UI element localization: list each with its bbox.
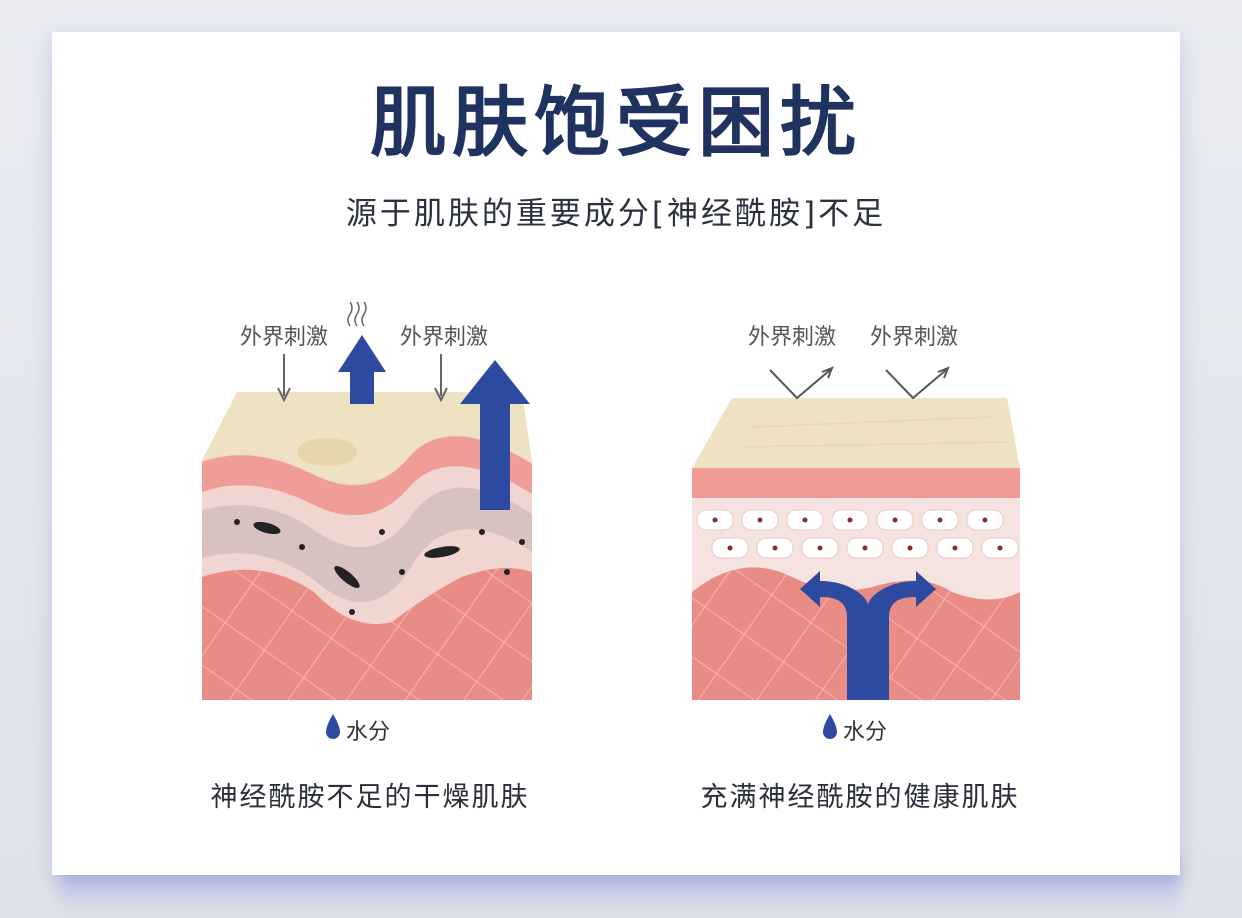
left-caption: 神经酰胺不足的干燥肌肤 — [210, 782, 530, 813]
left-skin-block — [202, 301, 532, 700]
page-title: 肌肤饱受困扰 — [370, 78, 862, 167]
skin-diagram: 外界刺激 外界刺激 水分 — [202, 301, 1020, 745]
right-caption: 充满神经酰胺的健康肌肤 — [700, 782, 1020, 813]
right-water-label: 水分 — [843, 720, 887, 745]
left-stimulus-label-1: 外界刺激 — [240, 325, 328, 350]
left-stimulus-label-2: 外界刺激 — [400, 325, 488, 350]
water-drop-icon — [823, 714, 837, 739]
page-subtitle: 源于肌肤的重要成分[神经酰胺]不足 — [345, 196, 887, 232]
info-card: 肌肤饱受困扰 源于肌肤的重要成分[神经酰胺]不足 — [52, 32, 1180, 875]
left-water-label: 水分 — [346, 720, 390, 745]
right-stimulus-label-2: 外界刺激 — [870, 325, 958, 350]
right-stimulus-label-1: 外界刺激 — [748, 325, 836, 350]
right-skin-block — [692, 366, 1020, 700]
water-drop-icon — [326, 714, 340, 739]
